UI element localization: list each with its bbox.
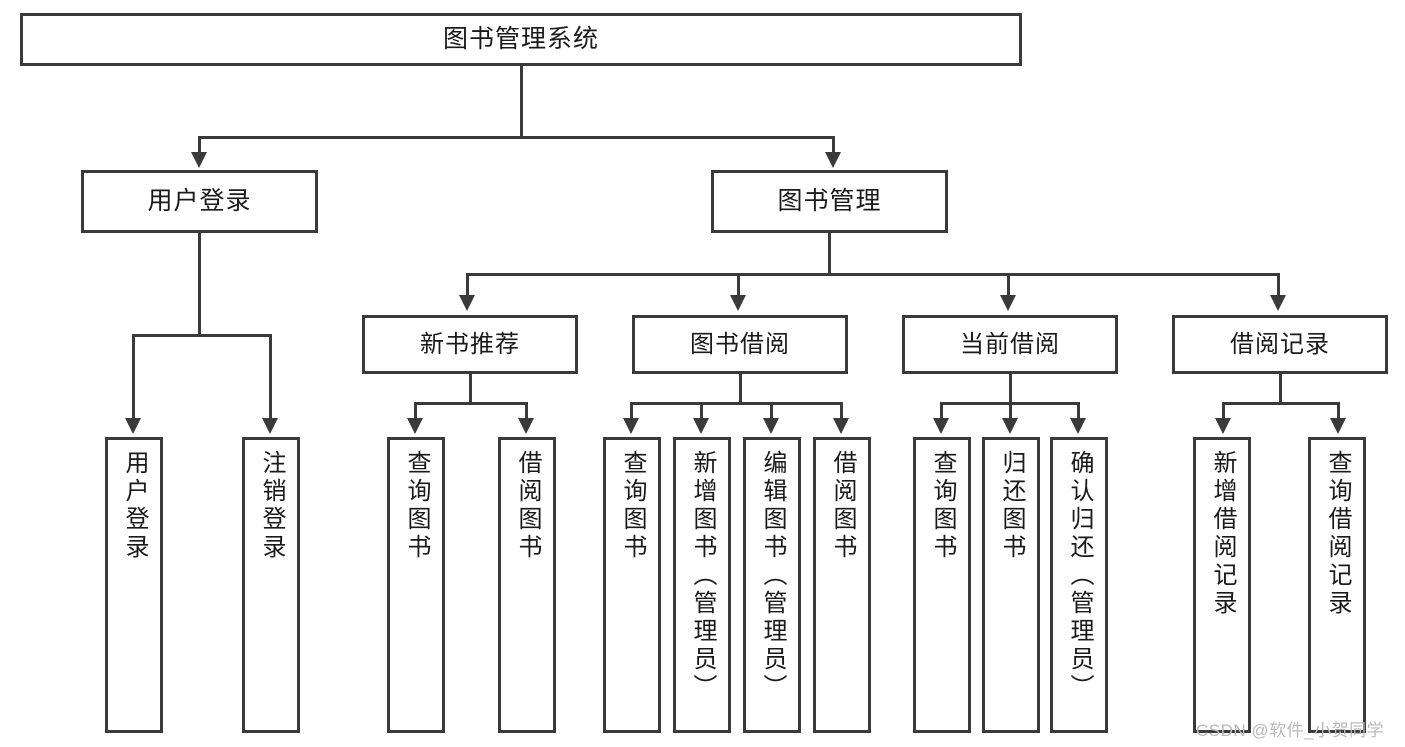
leaf-borrow-record-add[interactable]: 新增借阅记录: [1193, 437, 1251, 733]
leaf-current-borrow-query[interactable]: 查询图书: [913, 437, 971, 733]
arrow-book-mgmt-to-borrow-record: [1270, 295, 1286, 311]
node-label: 查询借阅记录: [1324, 450, 1351, 618]
node-label: 查询图书: [619, 450, 646, 562]
node-book-borrow[interactable]: 图书借阅: [632, 315, 848, 374]
connector-borrow-record-stem: [1279, 374, 1282, 402]
connector-new-book-drop-1: [414, 402, 417, 420]
leaf-book-borrow-borrow[interactable]: 借阅图书: [813, 437, 871, 733]
arrow-book-mgmt-to-book-borrow: [730, 295, 746, 311]
arrow-new-book-to-leaf-1: [407, 418, 423, 434]
arrow-new-book-to-leaf-2: [518, 418, 534, 434]
arrow-root-to-user-login: [191, 152, 207, 168]
connector-root-to-book-mgmt: [832, 136, 835, 156]
node-label: 借阅图书: [514, 450, 541, 562]
arrow-book-borrow-to-leaf-3: [763, 418, 779, 434]
arrow-borrow-record-to-leaf-2: [1330, 418, 1346, 434]
node-label: 图书管理系统: [442, 25, 599, 54]
connector-current-borrow-drop-1: [940, 402, 943, 420]
arrow-root-to-book-mgmt: [825, 152, 841, 168]
arrow-current-borrow-to-leaf-2: [1002, 418, 1018, 434]
connector-book-mgmt-bus: [466, 273, 1280, 276]
node-root-system[interactable]: 图书管理系统: [20, 13, 1022, 66]
connector-book-mgmt-drop-2: [737, 273, 740, 297]
connector-book-mgmt-drop-4: [1277, 273, 1280, 297]
connector-book-borrow-bus: [630, 402, 843, 405]
leaf-user-login-login[interactable]: 用户登录: [105, 437, 163, 733]
connector-borrow-record-drop-1: [1222, 402, 1225, 420]
connector-book-borrow-stem: [739, 374, 742, 402]
connector-new-book-bus: [414, 402, 528, 405]
node-label: 借阅图书: [829, 450, 856, 562]
node-label: 借阅记录: [1230, 330, 1330, 358]
node-current-borrow[interactable]: 当前借阅: [902, 315, 1118, 374]
arrow-book-borrow-to-leaf-1: [623, 418, 639, 434]
leaf-book-borrow-query[interactable]: 查询图书: [603, 437, 661, 733]
leaf-current-borrow-return[interactable]: 归还图书: [982, 437, 1040, 733]
node-borrow-record[interactable]: 借阅记录: [1172, 315, 1388, 374]
connector-root-bus: [198, 136, 835, 139]
leaf-new-book-borrow[interactable]: 借阅图书: [498, 437, 556, 733]
arrow-user-login-to-leaf-2: [262, 418, 278, 434]
connector-root-stem: [520, 66, 523, 136]
node-label: 用户登录: [147, 187, 252, 216]
connector-root-to-user-login: [198, 136, 201, 156]
arrow-current-borrow-to-leaf-1: [933, 418, 949, 434]
leaf-book-borrow-edit[interactable]: 编辑图书（管理员）: [743, 437, 801, 733]
arrow-book-borrow-to-leaf-4: [833, 418, 849, 434]
connector-user-login-stem: [198, 233, 201, 334]
watermark-text: CSDN @软件_小贺同学: [1196, 721, 1385, 740]
node-new-book-recommend[interactable]: 新书推荐: [362, 315, 578, 374]
connector-book-borrow-drop-3: [770, 402, 773, 420]
connector-borrow-record-drop-2: [1337, 402, 1340, 420]
connector-book-borrow-drop-1: [630, 402, 633, 420]
node-label: 当前借阅: [960, 330, 1060, 358]
node-label: 图书借阅: [690, 330, 790, 358]
connector-book-borrow-drop-4: [840, 402, 843, 420]
connector-book-mgmt-drop-1: [466, 273, 469, 297]
node-label: 用户登录: [121, 450, 148, 562]
connector-user-login-drop-2: [269, 334, 272, 420]
connector-current-borrow-drop-3: [1077, 402, 1080, 420]
node-user-login[interactable]: 用户登录: [81, 170, 318, 233]
node-label: 图书管理: [777, 187, 882, 216]
arrow-book-borrow-to-leaf-2: [693, 418, 709, 434]
arrow-current-borrow-to-leaf-3: [1070, 418, 1086, 434]
node-label: 确认归还（管理员）: [1066, 450, 1093, 702]
arrow-user-login-to-leaf-1: [125, 418, 141, 434]
node-label: 注销登录: [258, 450, 285, 562]
node-label: 编辑图书（管理员）: [759, 450, 786, 702]
connector-new-book-drop-2: [525, 402, 528, 420]
node-label: 查询图书: [403, 450, 430, 562]
connector-book-borrow-drop-2: [700, 402, 703, 420]
node-book-management[interactable]: 图书管理: [711, 170, 948, 233]
connector-current-borrow-stem: [1009, 374, 1012, 402]
arrow-book-mgmt-to-current-borrow: [1000, 295, 1016, 311]
connector-borrow-record-bus: [1222, 402, 1340, 405]
leaf-current-borrow-confirm[interactable]: 确认归还（管理员）: [1050, 437, 1108, 733]
node-label: 新增图书（管理员）: [689, 450, 716, 702]
leaf-new-book-query[interactable]: 查询图书: [387, 437, 445, 733]
node-label: 归还图书: [998, 450, 1025, 562]
leaf-book-borrow-add[interactable]: 新增图书（管理员）: [673, 437, 731, 733]
connector-user-login-bus: [132, 334, 269, 337]
node-label: 查询图书: [929, 450, 956, 562]
node-label: 新增借阅记录: [1209, 450, 1236, 618]
arrow-book-mgmt-to-new-book: [459, 295, 475, 311]
connector-book-mgmt-drop-3: [1007, 273, 1010, 297]
leaf-borrow-record-query[interactable]: 查询借阅记录: [1308, 437, 1366, 733]
connector-book-mgmt-stem: [828, 233, 831, 273]
connector-new-book-stem: [469, 374, 472, 402]
arrow-borrow-record-to-leaf-1: [1215, 418, 1231, 434]
connector-current-borrow-drop-2: [1009, 402, 1012, 420]
node-label: 新书推荐: [420, 330, 520, 358]
connector-user-login-drop-1: [132, 334, 135, 420]
leaf-user-login-logout[interactable]: 注销登录: [242, 437, 300, 733]
